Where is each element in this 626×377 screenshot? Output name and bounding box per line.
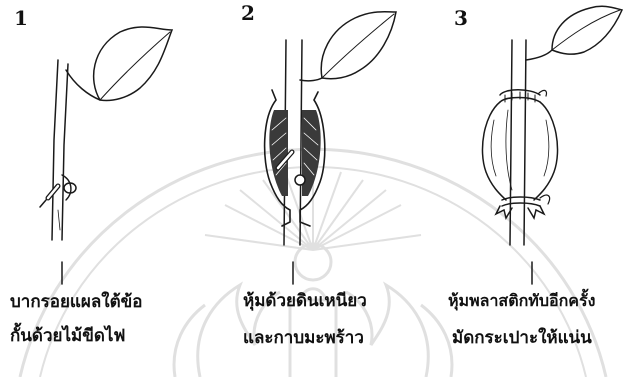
panel-3-drawing: [482, 6, 622, 284]
step-3-number: 3: [454, 8, 468, 28]
step-2-caption-line1: หุ้มด้วยดินเหนียว: [243, 293, 367, 310]
step-1-caption-line2: กั้นด้วยไม้ขีดไฟ: [10, 328, 125, 345]
step-3-caption-line1: หุ้มพลาสติกทับอีกครั้ง: [448, 293, 595, 309]
step-2-caption-line2: และกาบมะพร้าว: [243, 330, 364, 347]
step-3-caption-line2: มัดกระเปาะให้แน่น: [452, 330, 592, 347]
panel-2-drawing: [265, 12, 396, 284]
panel-1-drawing: [40, 27, 172, 284]
step-2-number: 2: [241, 3, 255, 23]
stem-1-right-edge: [62, 64, 68, 240]
stem-1-left-edge: [52, 60, 58, 240]
step-1-number: 1: [14, 8, 28, 28]
step-1-caption-line1: บากรอยแผลใต้ข้อ: [10, 294, 142, 311]
